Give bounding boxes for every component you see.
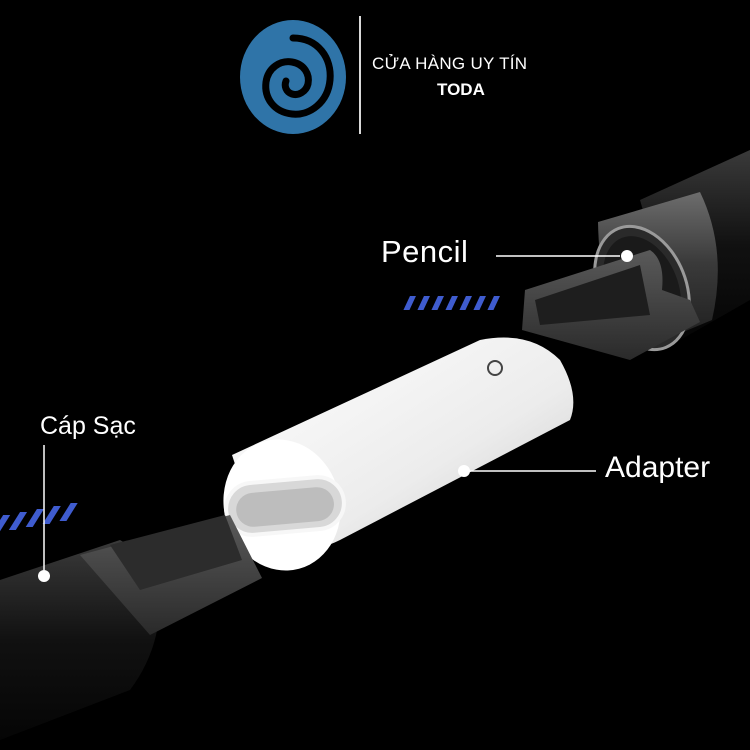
cable-label: Cáp Sạc	[40, 412, 136, 440]
pencil-connector-pins	[403, 296, 500, 310]
pencil-device	[403, 150, 750, 360]
brand-name: CỬA HÀNG UY TÍN	[372, 54, 528, 73]
adapter-device	[223, 337, 596, 571]
adapter-label: Adapter	[605, 451, 711, 484]
cable-connector-pins	[0, 503, 78, 533]
brand-subname: TODA	[437, 80, 485, 99]
logo-divider	[359, 16, 361, 134]
charging-cable	[0, 445, 262, 740]
pencil-label: Pencil	[381, 234, 469, 269]
spiral-logo-icon	[240, 20, 346, 134]
